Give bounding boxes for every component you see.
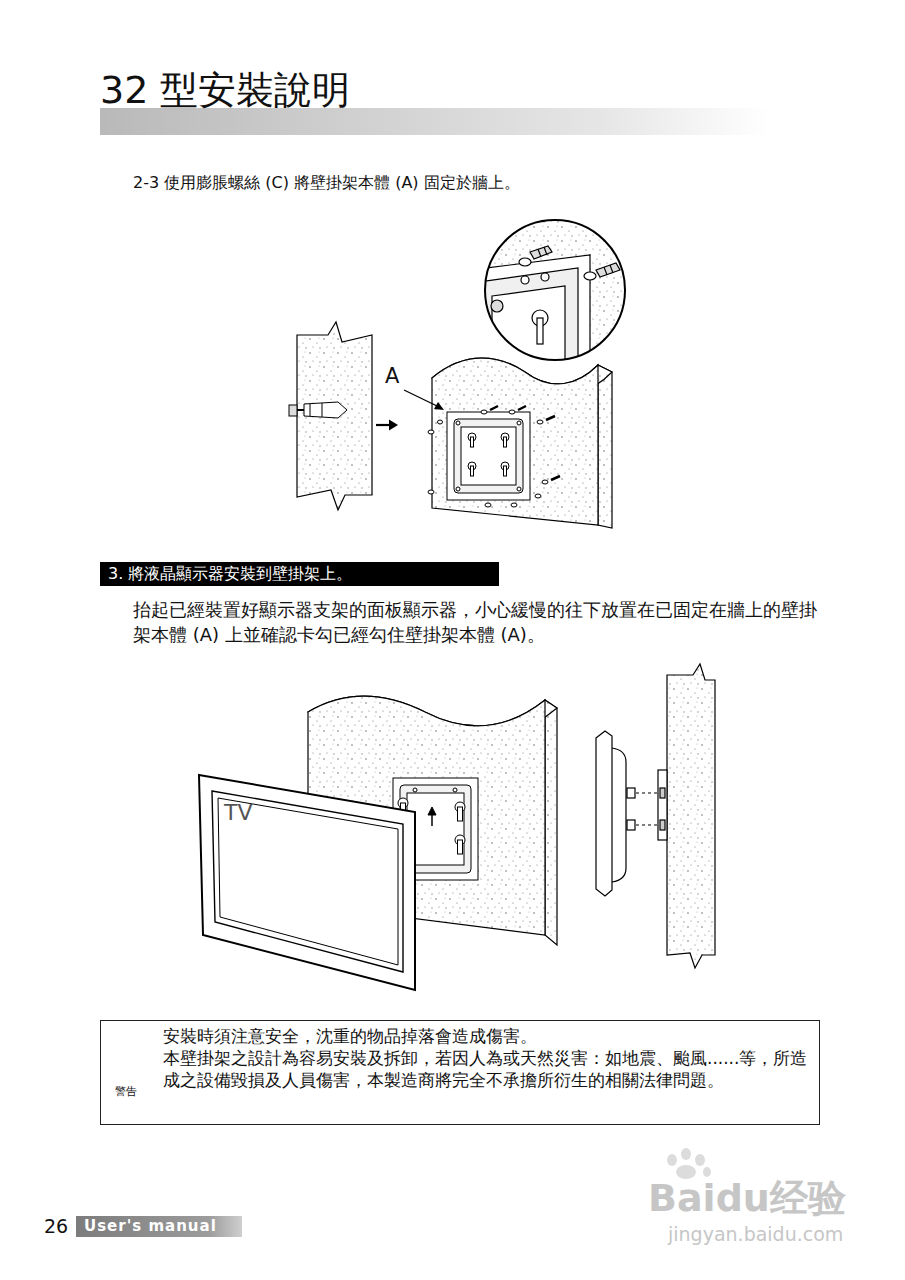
- footer-band: User's manual: [76, 1216, 242, 1237]
- section-band: 3. 將液晶顯示器安裝到壁掛架上。: [100, 562, 499, 586]
- watermark-paw: [667, 1148, 711, 1179]
- leader-line-a: [404, 390, 444, 410]
- node-text: User's manual: [84, 1216, 234, 1237]
- title-bar: [100, 108, 770, 135]
- detail-magnifier: [470, 215, 630, 380]
- node-text: 本壁掛架之設計為容易安裝及拆卸，若因人為或天然災害：如地震、颱風......等，…: [163, 1047, 811, 1091]
- side-view-mount: [596, 731, 667, 896]
- warning-box: 警告 安裝時須注意安全，沈重的物品掉落會造成傷害。本壁掛架之設計為容易安裝及拆卸，…: [100, 1020, 820, 1125]
- watermark-url: jingyan.baidu.com: [668, 1222, 843, 1246]
- wall-bracket-a: [447, 412, 530, 500]
- callout-letter: A: [385, 364, 399, 388]
- watermark-logo: Baidu经验: [648, 1176, 846, 1220]
- node-text: 3. 將液晶顯示器安裝到壁掛架上。: [108, 564, 491, 584]
- wall-section-left: [297, 322, 372, 510]
- screws-and-washers: [428, 406, 560, 507]
- page-title: 32 型安裝說明: [100, 68, 350, 112]
- wall-section-right: [667, 664, 715, 968]
- anchor-screw: [289, 402, 347, 418]
- node-text: 安裝時須注意安全，沈重的物品掉落會造成傷害。: [163, 1025, 811, 1047]
- tv-label: TV: [224, 800, 253, 826]
- instruction-paragraph: 抬起已經裝置好顯示器支架的面板顯示器，小心緩慢的往下放置在已固定在牆上的壁掛架本…: [133, 597, 823, 647]
- page-number: 26: [44, 1214, 68, 1238]
- tv-panel: [199, 775, 415, 990]
- node-text: 警告: [115, 1085, 137, 1099]
- direction-arrow: [376, 420, 398, 431]
- step-text: 2-3 使用膨脹螺絲 (C) 將壁掛架本體 (A) 固定於牆上。: [133, 172, 520, 194]
- wall-slab: [432, 358, 612, 528]
